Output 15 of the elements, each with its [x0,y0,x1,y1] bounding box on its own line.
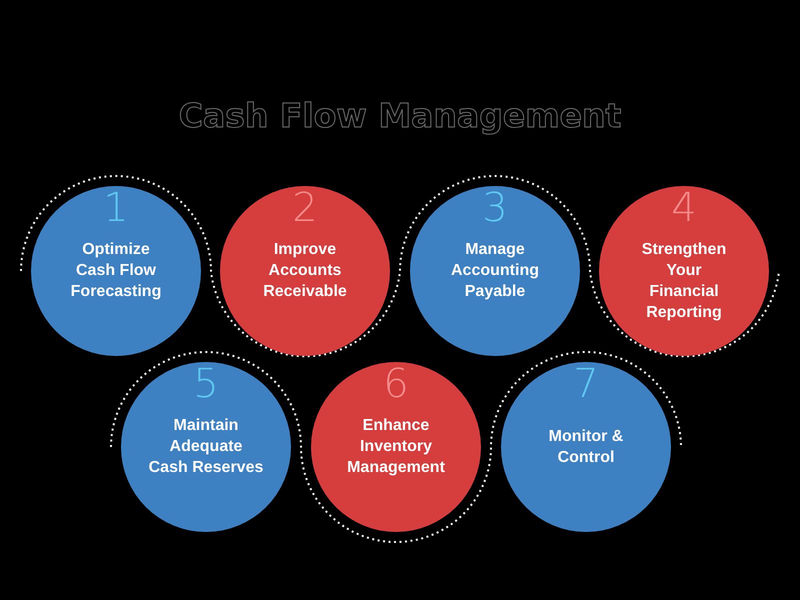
step-number: 5 [193,364,219,404]
step-number: 1 [103,188,129,228]
step-number: 3 [482,188,508,228]
step-label: Enhance Inventory Management [347,416,445,478]
diagram-title: Cash Flow Management [178,96,622,136]
step-number: 4 [671,188,697,228]
step-label: Maintain Adequate Cash Reserves [148,416,264,478]
step-label: Monitor & Control [548,426,624,468]
step-label: Improve Accounts Receivable [263,240,347,302]
step-label: Manage Accounting Payable [451,240,539,302]
step-label: Optimize Cash Flow Forecasting [70,240,162,302]
step-number: 7 [573,364,599,404]
step-number: 2 [292,188,318,228]
step-label: Strengthen Your Financial Reporting [642,240,726,323]
step-number: 6 [383,364,409,404]
